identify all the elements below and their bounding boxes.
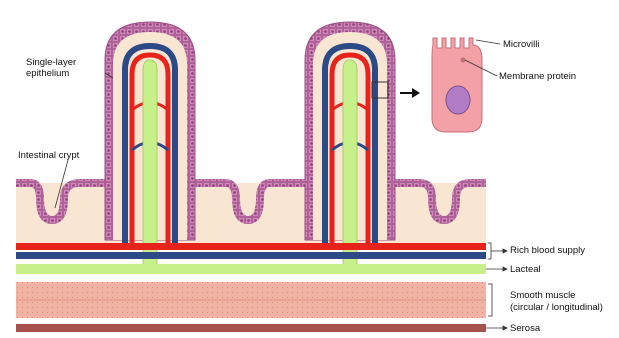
microvilli-label: Microvilli xyxy=(503,39,539,50)
lacteal-label: Lacteal xyxy=(510,264,541,275)
smooth-muscle-label-line2: (circular / longitudinal) xyxy=(510,302,603,313)
villus-left xyxy=(105,22,195,270)
serosa-label: Serosa xyxy=(510,323,540,334)
epithelial-cell xyxy=(432,38,482,132)
artery-layer xyxy=(16,243,486,250)
villus-right xyxy=(305,22,395,270)
membrane-protein-label: Membrane protein xyxy=(499,71,576,82)
lamina-propria xyxy=(16,183,486,243)
zoom-arrow-icon xyxy=(400,88,420,98)
lacteal-layer xyxy=(16,264,486,274)
membrane-protein-marker xyxy=(461,58,466,63)
right-legend-markers xyxy=(486,243,507,330)
epithelium-label-line1: Single-layer xyxy=(26,57,76,68)
vein-layer xyxy=(16,252,486,259)
blood-supply-label: Rich blood supply xyxy=(510,245,585,256)
smooth-muscle-label-line1: Smooth muscle xyxy=(510,290,575,301)
epithelium-label-line2: epithelium xyxy=(26,68,69,79)
serosa-layer xyxy=(16,324,486,332)
cell-nucleus xyxy=(446,86,470,114)
crypt-label: Intestinal crypt xyxy=(18,150,79,161)
